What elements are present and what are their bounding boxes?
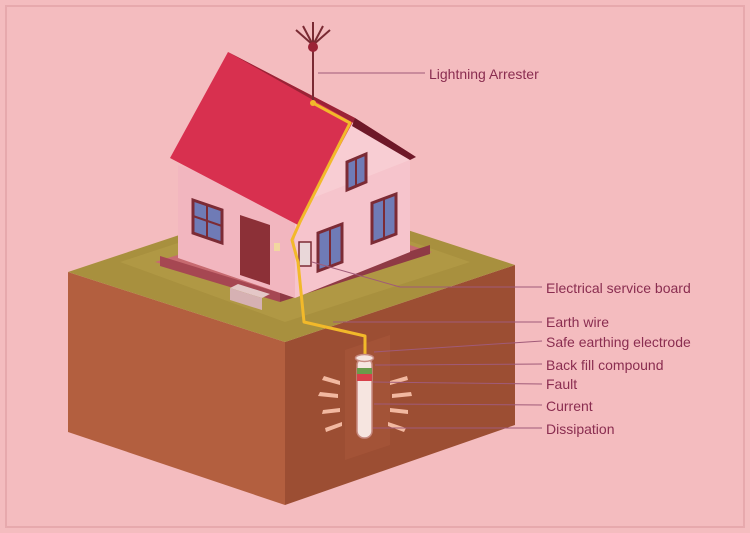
label-fault: Fault [546, 376, 578, 392]
page-frame [5, 5, 745, 528]
door-step-front [230, 288, 262, 310]
label-dissipation: Dissipation [546, 421, 615, 437]
leader-lines [311, 72, 543, 429]
label-safe-earthing-electrode: Safe earthing electrode [546, 334, 691, 350]
roof-edge [352, 118, 416, 160]
electrical-service-board [298, 241, 312, 267]
side-window-upper [345, 151, 368, 193]
label-electrical-service-board: Electrical service board [546, 280, 691, 296]
house [170, 52, 416, 310]
label-back-fill-compound: Back fill compound [546, 357, 664, 373]
front-door [240, 215, 270, 285]
door-step-top [230, 284, 270, 298]
wire-junction [310, 100, 316, 106]
door-lamp [274, 243, 280, 251]
side-window-left [316, 221, 344, 274]
side-window-right [370, 191, 398, 246]
soil-right-face [285, 265, 515, 505]
label-current: Current [546, 398, 593, 414]
soil-left-face [68, 272, 285, 505]
label-lightning-arrester: Lightning Arrester [429, 66, 539, 82]
lightning-arrester [295, 22, 331, 100]
dissipation-arrows [318, 376, 412, 432]
label-earth-wire: Earth wire [546, 314, 610, 330]
earth-wire [290, 101, 367, 358]
front-window [191, 197, 224, 246]
earthing-electrode [354, 353, 375, 439]
